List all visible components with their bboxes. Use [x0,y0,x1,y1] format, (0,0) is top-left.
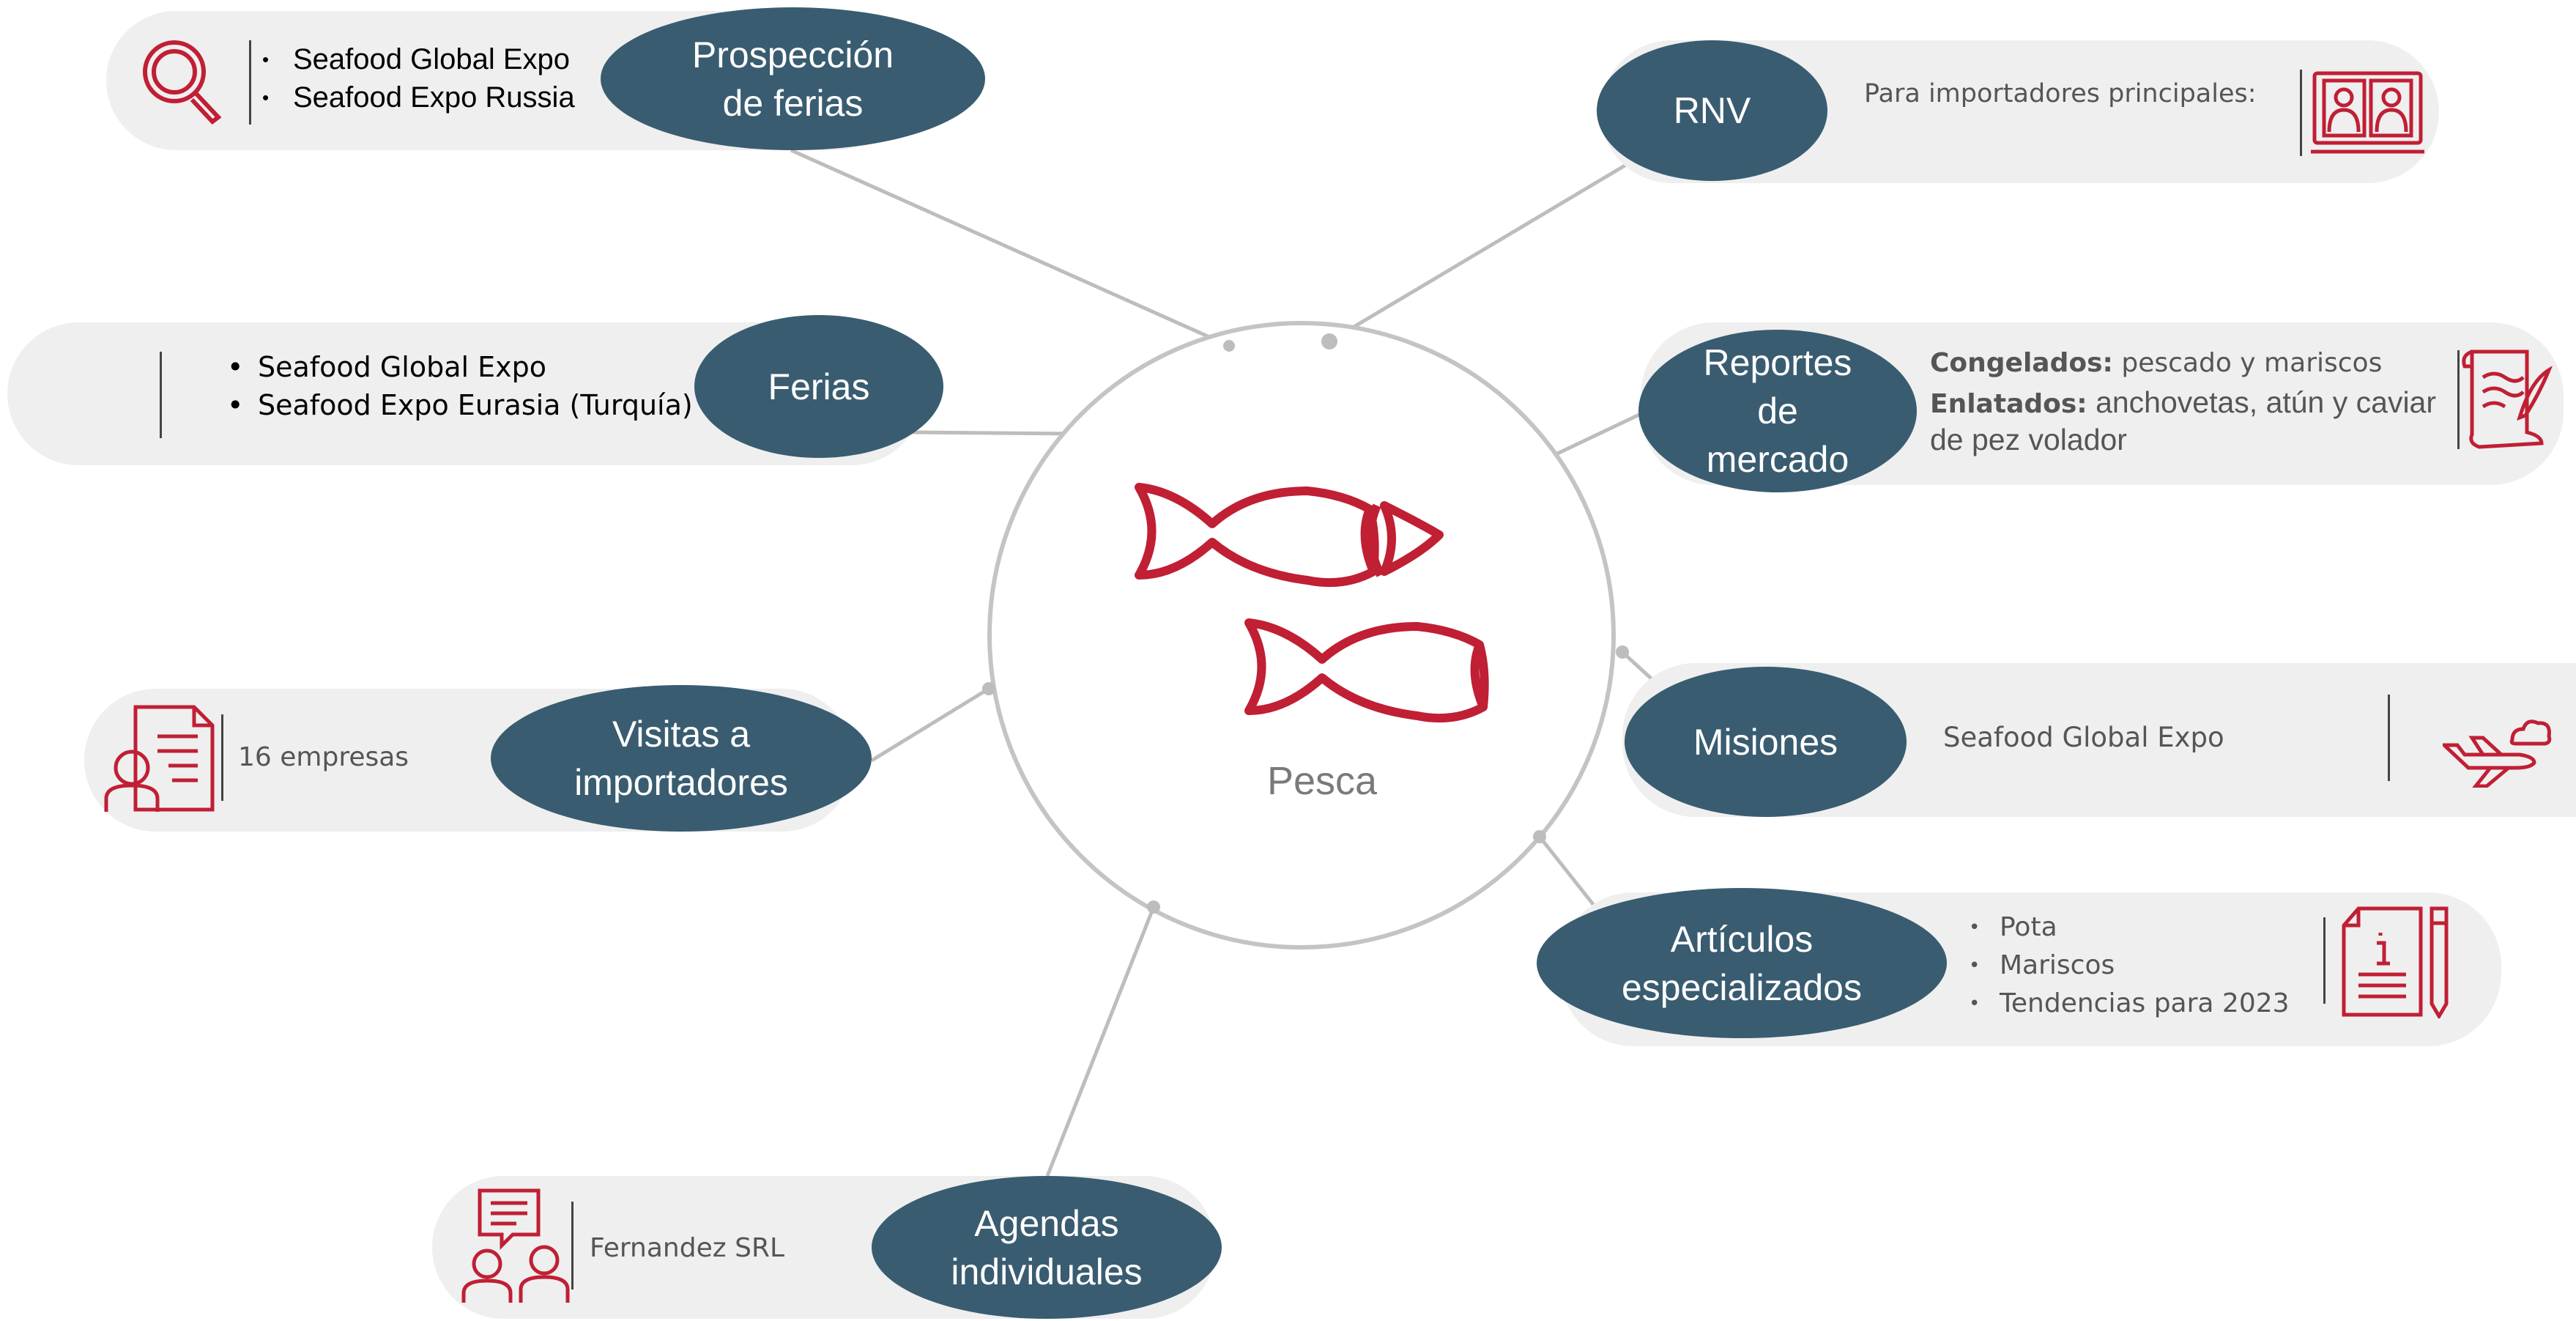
ferias-divider [160,352,162,438]
visitas-node[interactable]: Visitas a importadores [491,685,872,832]
rnv-text: Para importadores principales: [1864,79,2257,108]
misiones-text: Seafood Global Expo [1943,722,2224,753]
ferias-title: Ferias [768,366,870,407]
reportes-rest-2: anchovetas, atún y caviar [2087,385,2437,419]
reportes-line-1: Congelados: pescado y mariscos [1930,348,2382,378]
people-chat-icon [458,1187,575,1304]
rnv-title: RNV [1673,90,1751,131]
video-conference-icon [2311,70,2424,156]
prospeccion-divider [249,40,251,125]
agendas-title-1: Agendas [974,1202,1119,1244]
list-item: Mariscos [1969,947,2290,985]
visitas-text: 16 empresas [238,742,409,772]
misiones-title: Misiones [1693,721,1838,763]
rnv-divider [2300,70,2302,156]
agendas-title-2: individuales [951,1251,1143,1292]
list-item: Seafood Expo Eurasia (Turquía) [227,386,693,424]
reportes-title-3: mercado [1706,439,1849,480]
agendas-divider [571,1202,574,1289]
articulos-title-2: especializados [1622,966,1862,1008]
fish-icon [1135,483,1489,723]
prospeccion-title-2: de ferias [722,82,864,124]
center-label: Pesca [1267,759,1378,803]
articulos-divider [2323,917,2326,1004]
reportes-title-1: Reportes [1703,342,1852,383]
articulos-title-1: Artículos [1670,918,1814,960]
ferias-node[interactable]: Ferias [694,315,943,458]
agendas-text: Fernandez SRL [590,1233,785,1263]
ferias-list: Seafood Global Expo Seafood Expo Eurasia… [227,348,693,424]
rnv-node[interactable]: RNV [1597,40,1827,181]
agendas-node[interactable]: Agendas individuales [872,1176,1222,1319]
visitas-title-1: Visitas a [612,714,751,755]
visitas-title-2: importadores [574,762,788,803]
airplane-icon [2443,714,2553,788]
reportes-title-2: de [1757,391,1798,432]
scroll-quill-icon [2461,348,2553,451]
articulos-list: Pota Mariscos Tendencias para 2023 [1969,909,2290,1023]
list-item: Tendencias para 2023 [1969,985,2289,1023]
misiones-node[interactable]: Misiones [1625,667,1907,817]
list-item: Seafood Global Expo [227,348,693,386]
center-circle [987,321,1616,950]
prospeccion-node[interactable]: Prospección de ferias [601,7,985,150]
list-item: Pota [1969,909,2290,947]
person-document-icon [103,703,220,813]
reportes-line-2: Enlatados: anchovetas, atún y caviar [1930,385,2436,420]
articulos-node[interactable]: Artículos especializados [1537,888,1947,1038]
list-item: Seafood Expo Russia [262,78,575,116]
reportes-bold-1: Congelados: [1930,348,2113,378]
prospeccion-list: Seafood Global Expo Seafood Expo Russia [262,40,575,116]
reportes-divider [2457,350,2460,449]
reportes-bold-2: Enlatados: [1930,389,2087,419]
list-item: Seafood Global Expo [262,40,575,78]
reportes-node[interactable]: Reportes de mercado [1638,330,1917,492]
prospeccion-title-1: Prospección [691,34,894,75]
info-document-pen-icon [2340,905,2450,1018]
misiones-divider [2388,695,2390,781]
reportes-rest-1: pescado y mariscos [2112,348,2383,378]
reportes-line-3: de pez volador [1930,423,2127,456]
magnifier-icon [139,37,223,125]
visitas-divider [221,714,223,801]
